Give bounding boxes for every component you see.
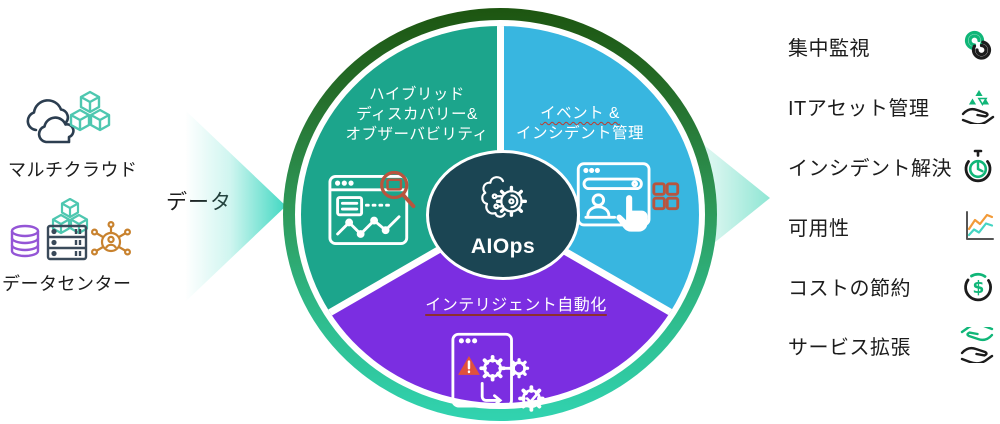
outcome-row-asset-mgmt: ITアセット管理	[788, 86, 996, 126]
segment-divider	[496, 26, 504, 215]
outcome-row-service-expansion: サービス拡張	[788, 325, 996, 365]
dollar-circle-icon: $	[964, 272, 992, 302]
aiops-circle: ハイブリッド ディスカバリー& オブザーバビリティ イベント & インシデント管…	[283, 8, 717, 421]
outcome-row-availability: 可用性	[788, 206, 996, 246]
outcome-row-incident-resolution: インシデント解決	[788, 146, 996, 186]
datacenter-icon	[10, 198, 131, 261]
outcome-row-cost-savings: コストの節約 $	[788, 266, 996, 306]
browser-operator-icon	[576, 162, 680, 232]
segment-event-label: イベント & インシデント管理	[515, 105, 644, 142]
aiops-center-circle: AIOps	[426, 150, 580, 280]
brain-gear-icon	[481, 175, 527, 218]
multicloud-label: マルチクラウド	[8, 160, 138, 180]
browser-analytics-icon	[328, 170, 416, 246]
outcome-label: 可用性	[788, 217, 850, 240]
pointer-hand	[616, 195, 648, 232]
hand-assets-icon	[961, 90, 995, 124]
outcome-label: コストの節約	[788, 277, 911, 300]
outcome-label: サービス拡張	[788, 336, 911, 359]
hands-exchange-icon	[960, 327, 994, 363]
flow-arrow-left-icon	[185, 110, 286, 302]
browser-automation-icon	[451, 332, 545, 412]
multicloud-icon	[26, 90, 111, 144]
outcome-label: 集中監視	[788, 37, 870, 60]
outcome-label: インシデント解決	[788, 157, 952, 180]
segment-hybrid-label: ハイブリッド ディスカバリー& オブザーバビリティ	[345, 86, 489, 143]
outcome-row-monitoring: 集中監視	[788, 26, 996, 66]
aiops-label: AIOps	[470, 234, 536, 258]
outcome-label: ITアセット管理	[788, 97, 930, 120]
datacenter-label: データセンター	[2, 274, 132, 294]
stopwatch-icon	[964, 149, 992, 183]
segment-automation-label: インテリジェント自動化	[425, 297, 607, 314]
svg-text:$: $	[972, 278, 984, 298]
interlocked-rings-icon	[964, 30, 992, 60]
trend-chart-icon	[966, 211, 994, 240]
